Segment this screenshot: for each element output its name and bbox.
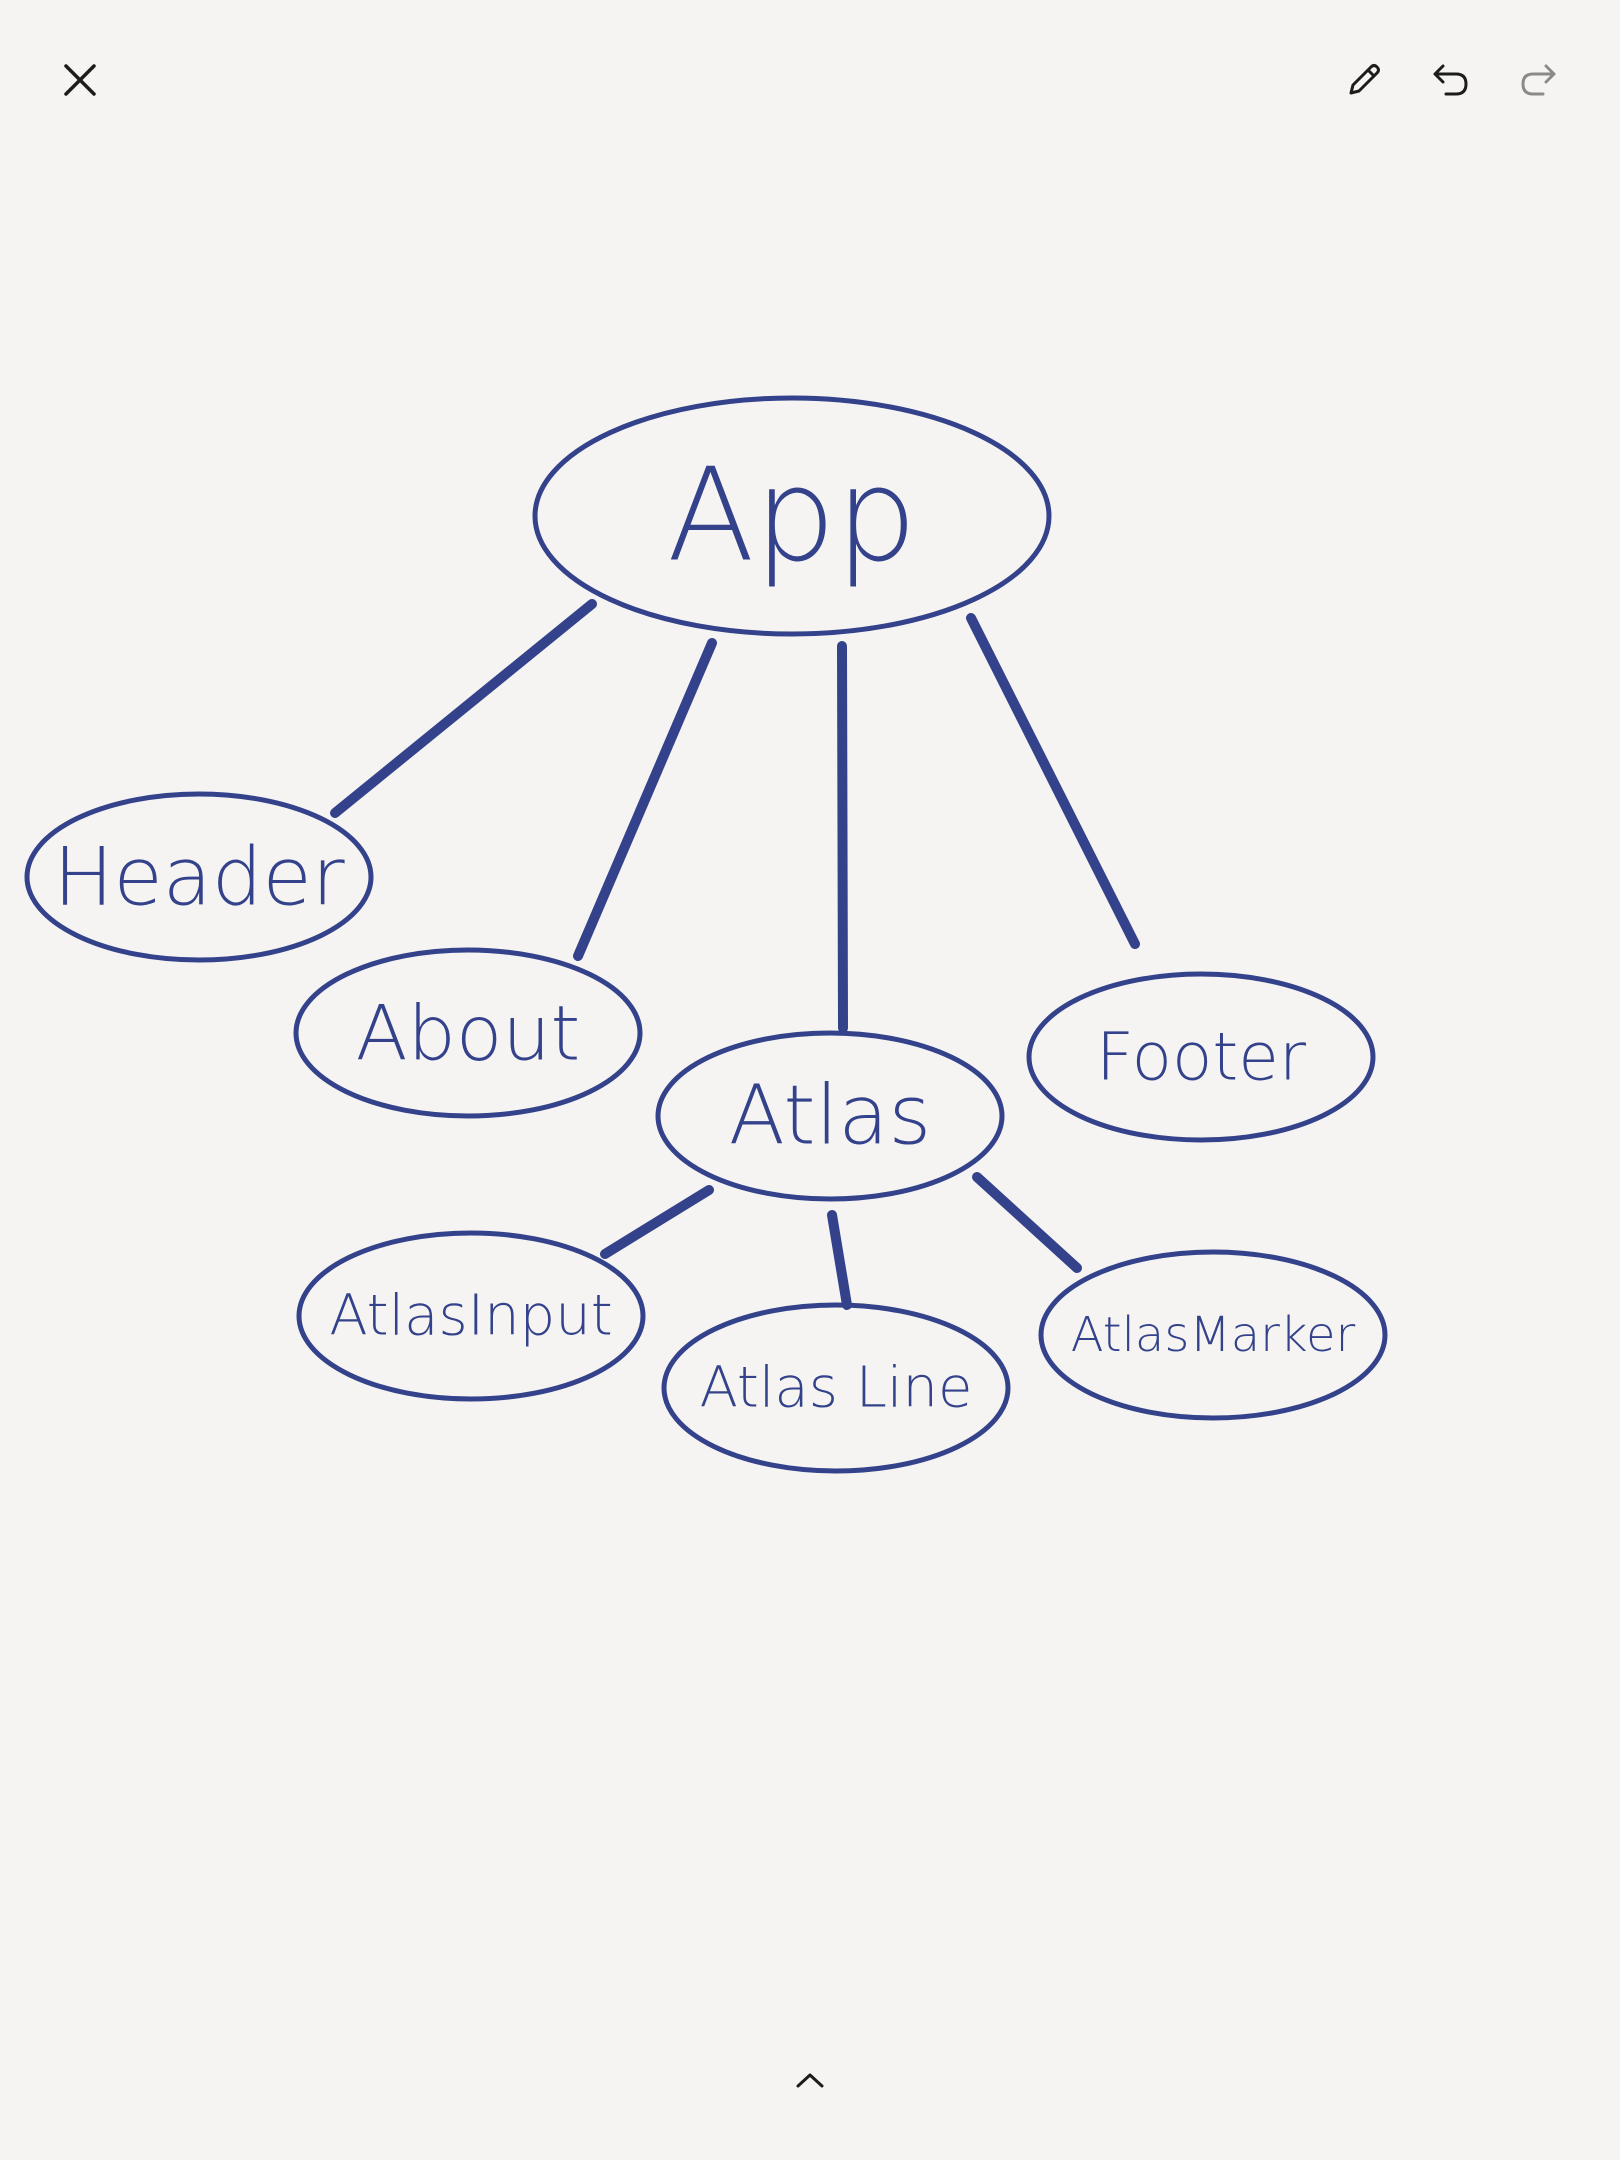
node-atlasline-ellipse xyxy=(661,1302,1011,1474)
edge-app-about xyxy=(573,638,717,961)
pen-tool-button[interactable] xyxy=(1328,44,1400,116)
node-atlasmarker-ellipse xyxy=(1038,1249,1388,1421)
node-app: App xyxy=(532,395,1052,637)
node-atlasline-label: Atlas Line xyxy=(700,1356,973,1421)
node-atlasmarker: AtlasMarker xyxy=(1038,1249,1388,1421)
node-atlas-label: Atlas xyxy=(729,1069,932,1164)
node-atlasinput-ellipse xyxy=(296,1230,646,1402)
node-about-label: About xyxy=(356,989,581,1078)
edge-atlas-atlasline xyxy=(827,1210,852,1310)
node-header-label: Header xyxy=(53,831,344,924)
node-atlasinput-label: AtlasInput xyxy=(329,1284,612,1349)
edge-app-atlas xyxy=(837,641,848,1033)
node-footer: Footer xyxy=(1026,971,1376,1143)
close-icon xyxy=(64,64,96,96)
redo-icon xyxy=(1521,64,1556,96)
node-header-ellipse xyxy=(24,791,374,963)
undo-icon xyxy=(1433,64,1468,96)
edge-app-footer xyxy=(966,613,1140,949)
pencil-icon xyxy=(1349,64,1380,95)
node-footer-label: Footer xyxy=(1096,1019,1307,1096)
node-atlasmarker-label: AtlasMarker xyxy=(1071,1307,1356,1363)
node-about-ellipse xyxy=(293,947,643,1119)
node-footer-ellipse xyxy=(1026,971,1376,1143)
redo-button[interactable] xyxy=(1502,44,1574,116)
undo-button[interactable] xyxy=(1415,44,1487,116)
node-atlas-ellipse xyxy=(655,1030,1005,1202)
chevron-up-icon xyxy=(796,2073,824,2088)
node-app-ellipse xyxy=(532,395,1052,637)
nodes-layer: AppHeaderAboutAtlasFooterAtlasInputAtlas… xyxy=(24,395,1388,1474)
edges-layer xyxy=(330,599,1140,1310)
node-header: Header xyxy=(24,791,374,963)
node-atlasinput: AtlasInput xyxy=(296,1230,646,1402)
close-button[interactable] xyxy=(44,44,116,116)
edge-atlas-atlasmarker xyxy=(972,1172,1082,1273)
edge-app-header xyxy=(330,599,597,818)
node-app-label: App xyxy=(667,442,917,591)
node-atlas: Atlas xyxy=(655,1030,1005,1202)
expand-button[interactable] xyxy=(774,2044,846,2116)
node-atlasline: Atlas Line xyxy=(661,1302,1011,1474)
edge-atlas-atlasinput xyxy=(600,1185,714,1259)
node-about: About xyxy=(293,947,643,1119)
